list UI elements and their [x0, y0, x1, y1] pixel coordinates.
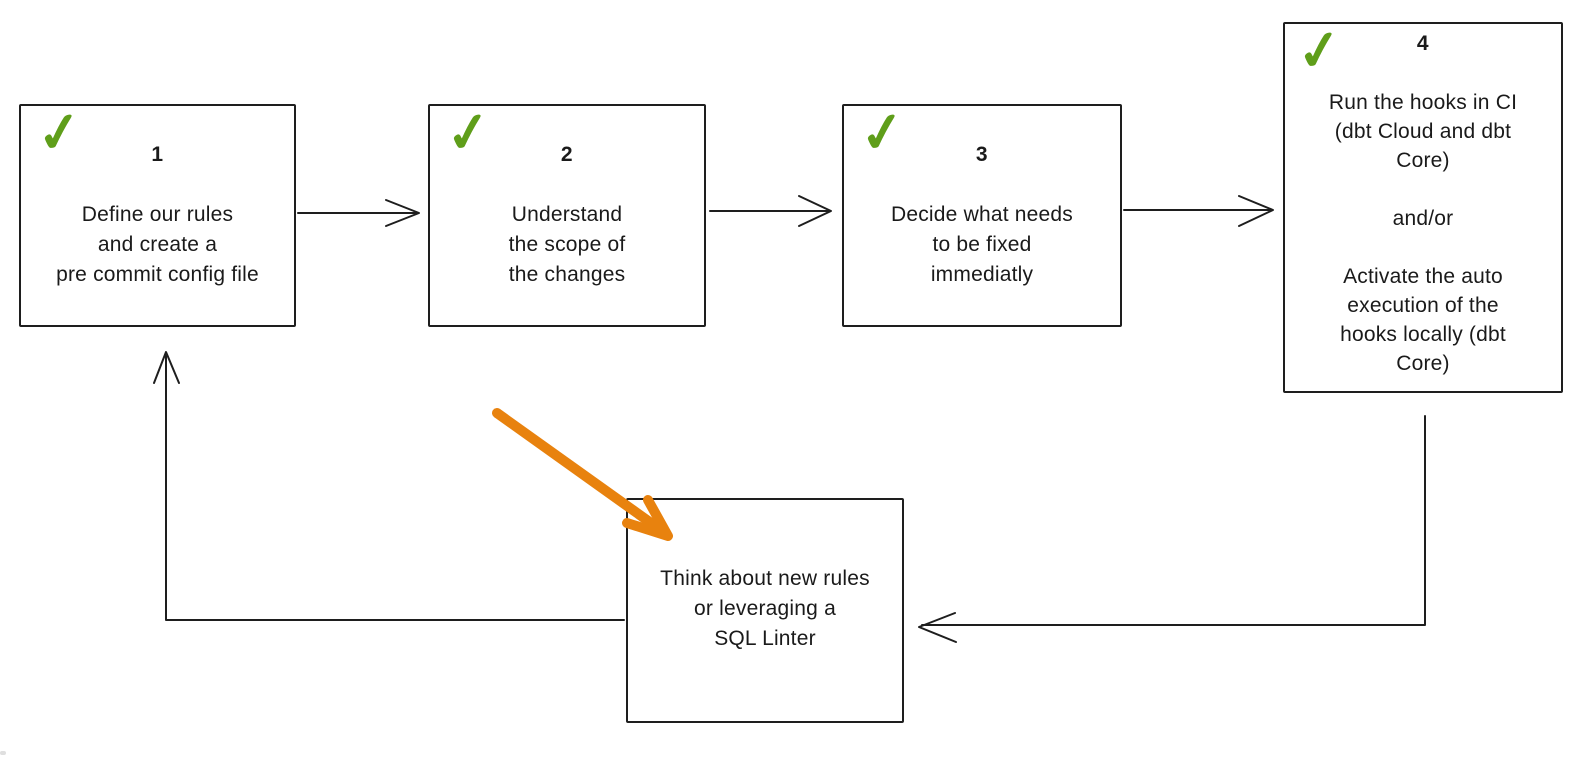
arrow-feedback-step1 [153, 351, 625, 621]
feedback-box: Think about new rules or leveraging a SQ… [626, 498, 904, 723]
step-number: 3 [975, 143, 989, 166]
arrow-step4-feedback [918, 415, 1426, 643]
step-number: 1 [151, 143, 164, 166]
step-text: Define our rules and create a pre commit… [56, 203, 259, 286]
step-box-3: ✓ 3 Decide what needs to be fixed immedi… [842, 100, 1122, 327]
arrow-step1-step2 [297, 199, 420, 227]
step-number: 2 [560, 143, 574, 166]
step-text: Decide what needs to be fixed immediatly [890, 203, 1073, 286]
feedback-text: Think about new rules or leveraging a SQ… [660, 567, 870, 650]
arrow-step3-step4 [1123, 195, 1274, 227]
step-text: Run the hooks in CI (dbt Cloud and dbt C… [1328, 91, 1518, 375]
corner-artifact [0, 751, 6, 755]
step-text: Understand the scope of the changes [508, 203, 626, 286]
step-box-1: ✓ 1 Define our rules and create a pre co… [19, 100, 296, 327]
arrow-step2-step3 [709, 195, 832, 227]
step-box-2: ✓ 2 Understand the scope of the changes [428, 100, 706, 327]
step-box-4: ✓ 4 Run the hooks in CI (dbt Cloud and d… [1283, 18, 1563, 393]
step-number: 4 [1416, 32, 1430, 55]
